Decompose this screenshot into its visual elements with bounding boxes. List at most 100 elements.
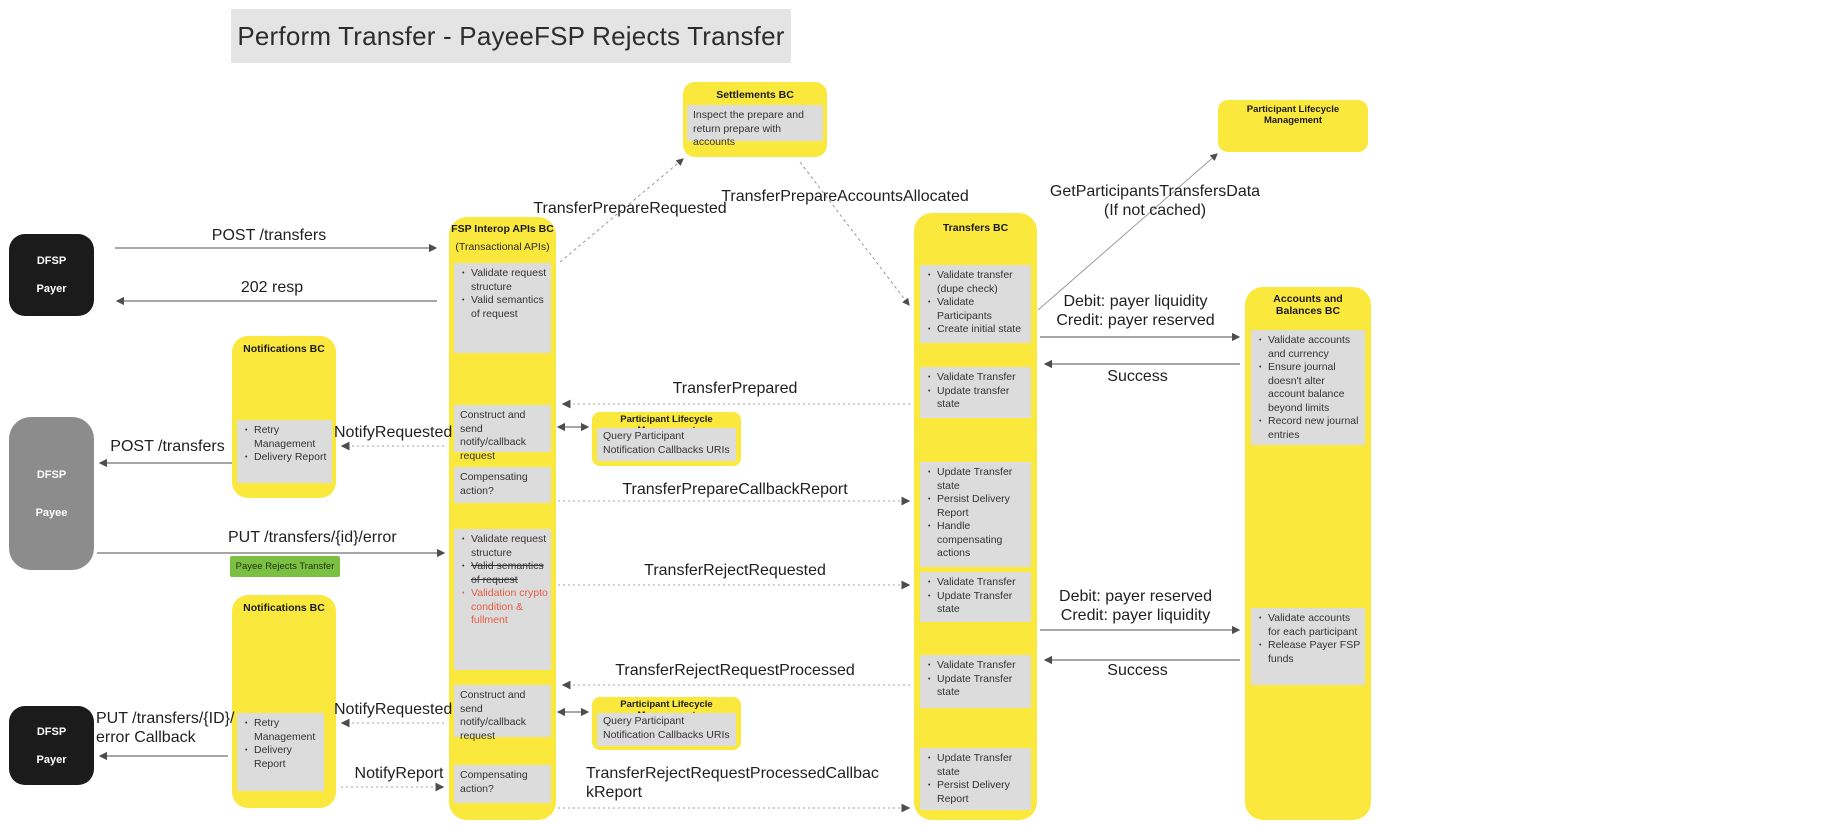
msg-put-transfers-error[interactable]: PUT /transfers/{id}/error xyxy=(228,529,397,546)
msg-line: Debit: payer liquidity xyxy=(1063,293,1208,310)
node-header: Transfers BC xyxy=(942,222,1009,234)
bullet-item-alert: Validation crypto condition & fullment xyxy=(460,587,548,628)
bullet-item: Validate Participants xyxy=(926,296,1028,323)
bullet-item: Create initial state xyxy=(926,323,1028,337)
bullet-item: Retry Management xyxy=(243,717,321,744)
node-task-box: Retry Management Delivery Report xyxy=(237,420,332,483)
node-task-box: Validate transfer (dupe check) Validate … xyxy=(920,265,1031,343)
actor-label: DFSP xyxy=(36,468,67,481)
node-subheader: (Transactional APIs) xyxy=(455,241,550,253)
msg-line: GetParticipantsTransfersData xyxy=(1049,183,1261,200)
node-task-box: Validate accounts for each participant R… xyxy=(1251,608,1365,685)
msg-line: Credit: payer reserved xyxy=(1056,312,1215,329)
msg-notify-requested-1[interactable]: NotifyRequested xyxy=(334,424,453,441)
node-task-box: Validate request structure Valid semanti… xyxy=(454,529,551,670)
msg-transfer-reject-requested[interactable]: TransferRejectRequested xyxy=(644,562,826,579)
bullet-item: Update transfer state xyxy=(926,385,1028,412)
node-transfers-bc[interactable]: Transfers BC Validate transfer (dupe che… xyxy=(914,213,1037,820)
msg-success-2[interactable]: Success xyxy=(1107,662,1168,679)
node-task-box: Validate Transfer Update Transfer state xyxy=(920,572,1031,622)
node-task-box: Validate request structure Valid semanti… xyxy=(454,263,551,353)
node-plm-bottom[interactable]: Participant Lifecycle Management Query P… xyxy=(592,697,741,750)
msg-debit-payer-liquidity[interactable]: Debit: payer liquidity Credit: payer res… xyxy=(1033,292,1238,330)
node-task-box: Construct and send notify/callback reque… xyxy=(454,685,551,742)
bullet-item: Persist Delivery Report xyxy=(926,779,1028,806)
bullet-item: Update Transfer state xyxy=(926,752,1028,779)
actor-dfsp-payer-top[interactable]: DFSP Payer xyxy=(9,234,94,316)
node-task-box: Retry Management Delivery Report xyxy=(237,713,324,791)
bullet-item: Validate accounts and currency xyxy=(1257,334,1362,361)
bullet-item: Validate request structure xyxy=(460,267,548,294)
bullet-item: Validate Transfer xyxy=(926,371,1028,385)
actor-dfsp-payee[interactable]: DFSP Payee xyxy=(9,417,94,570)
bullet-item: Release Payer FSP funds xyxy=(1257,639,1362,666)
bullet-item: Update Transfer state xyxy=(926,673,1028,700)
bullet-item: Delivery Report xyxy=(243,744,321,771)
bullet-item: Validate Transfer xyxy=(926,659,1028,673)
actor-label: Payee xyxy=(35,506,68,519)
node-task-box: Compensating action? xyxy=(454,467,551,503)
node-task-box: Validate accounts and currency Ensure jo… xyxy=(1251,330,1365,445)
msg-post-transfers-top[interactable]: POST /transfers xyxy=(211,227,327,244)
actor-label: Payer xyxy=(36,753,67,766)
bullet-item: Valid semantics of request xyxy=(460,294,548,321)
msg-transfer-prepare-accounts-allocated[interactable]: TransferPrepareAccountsAllocated xyxy=(721,188,969,205)
node-header: Notifications BC xyxy=(243,343,325,355)
msg-post-transfers-payee[interactable]: POST /transfers xyxy=(110,438,225,455)
bullet-item: Delivery Report xyxy=(243,451,329,465)
node-task-box: Update Transfer state Persist Delivery R… xyxy=(920,748,1031,810)
msg-transfer-prepare-callback-report[interactable]: TransferPrepareCallbackReport xyxy=(622,481,848,498)
bullet-item: Handle compensating actions xyxy=(926,520,1028,561)
node-header: Participant Lifecycle Management xyxy=(1246,104,1340,126)
actor-dfsp-payer-bottom[interactable]: DFSP Payer xyxy=(9,706,94,785)
actor-label: Payer xyxy=(36,283,67,295)
node-accounts-balances-bc[interactable]: Accounts and Balances BC Validate accoun… xyxy=(1245,287,1371,820)
node-task-box: Update Transfer state Persist Delivery R… xyxy=(920,462,1031,567)
node-task-box: Compensating action? xyxy=(454,765,551,803)
node-notifications-bc-bottom[interactable]: Notifications BC Retry Management Delive… xyxy=(232,595,336,808)
actor-label: DFSP xyxy=(36,255,67,267)
bullet-item: Validate transfer (dupe check) xyxy=(926,269,1028,296)
node-notifications-bc-top[interactable]: Notifications BC Retry Management Delive… xyxy=(232,336,336,498)
bullet-item: Record new journal entries xyxy=(1257,415,1362,442)
node-settlements-bc[interactable]: Settlements BC Inspect the prepare and r… xyxy=(683,82,827,157)
msg-transfer-reject-processed-callback-report[interactable]: TransferRejectRequestProcessedCallbackRe… xyxy=(586,765,879,801)
msg-line: Debit: payer reserved xyxy=(1059,588,1212,605)
msg-debit-payer-reserved[interactable]: Debit: payer reserved Credit: payer liqu… xyxy=(1033,587,1238,625)
node-task-box: Construct and send notify/callback reque… xyxy=(454,405,551,462)
bullet-item: Persist Delivery Report xyxy=(926,493,1028,520)
msg-line: Credit: payer liquidity xyxy=(1060,607,1211,624)
bullet-item: Update Transfer state xyxy=(926,590,1028,617)
msg-get-participants-transfers-data[interactable]: GetParticipantsTransfersData (If not cac… xyxy=(1000,182,1310,220)
page-title: Perform Transfer - PayeeFSP Rejects Tran… xyxy=(231,9,791,63)
msg-put-transfers-id-error-callback[interactable]: PUT /transfers/{ID}/ error Callback xyxy=(96,710,235,746)
node-header: Settlements BC xyxy=(716,89,794,101)
msg-notify-requested-2[interactable]: NotifyRequested xyxy=(334,701,453,718)
node-fsp-interop-apis-bc[interactable]: FSP Interop APIs BC (Transactional APIs)… xyxy=(449,217,556,820)
bullet-item-strikethrough: Valid semantics of request xyxy=(460,560,548,587)
node-note: Query Participant Notification Callbacks… xyxy=(597,713,736,746)
msg-transfer-reject-request-processed[interactable]: TransferRejectRequestProcessed xyxy=(615,662,855,679)
node-header: FSP Interop APIs BC xyxy=(451,223,554,235)
node-task-box: Validate Transfer Update Transfer state xyxy=(920,655,1031,708)
node-task-box: Validate Transfer Update transfer state xyxy=(920,367,1031,418)
bullet-item: Validate accounts for each participant xyxy=(1257,612,1362,639)
msg-line: (If not cached) xyxy=(1103,202,1207,219)
msg-transfer-prepared[interactable]: TransferPrepared xyxy=(672,380,798,397)
node-note: Inspect the prepare and return prepare w… xyxy=(687,105,823,148)
node-header: Accounts and Balances BC xyxy=(1273,293,1343,317)
badge-payee-rejects-transfer[interactable]: Payee Rejects Transfer xyxy=(230,556,340,577)
actor-label: DFSP xyxy=(36,725,67,738)
msg-202-resp[interactable]: 202 resp xyxy=(240,279,304,296)
msg-transfer-prepare-requested[interactable]: TransferPrepareRequested xyxy=(533,200,727,217)
bullet-item: Validate request structure xyxy=(460,533,548,560)
bullet-item: Ensure journal doesn't alter account bal… xyxy=(1257,361,1362,415)
bullet-item: Retry Management xyxy=(243,424,329,451)
msg-success-1[interactable]: Success xyxy=(1107,368,1168,385)
node-plm-mid[interactable]: Participant Lifecycle Management Query P… xyxy=(592,412,741,466)
bullet-item: Validate Transfer xyxy=(926,576,1028,590)
node-plm-top[interactable]: Participant Lifecycle Management xyxy=(1218,100,1368,152)
msg-notify-report[interactable]: NotifyReport xyxy=(354,765,444,782)
bullet-item: Update Transfer state xyxy=(926,466,1028,493)
